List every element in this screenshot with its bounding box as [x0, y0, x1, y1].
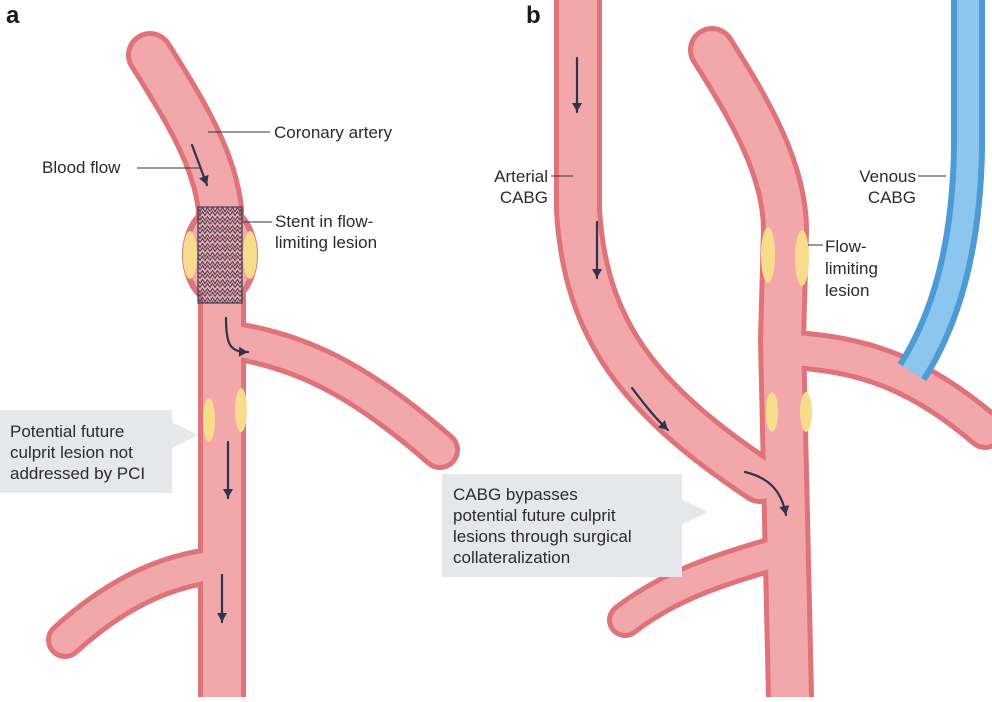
arrowhead-icon	[223, 489, 233, 498]
left-branch-lumen	[51, 551, 232, 654]
label-coronary-artery: Coronary artery	[274, 123, 393, 142]
arrowhead-icon	[592, 269, 602, 278]
label-blood-flow: Blood flow	[42, 158, 121, 177]
label-stent-line2: limiting lesion	[275, 233, 378, 252]
native-right-branch-lumen	[780, 335, 992, 445]
label-flow-line3: lesion	[825, 281, 870, 300]
stent-plaque-left	[183, 231, 197, 279]
stent-plaque-right	[243, 231, 257, 279]
trunk-lumen	[131, 36, 241, 702]
future-plaque-b-right	[800, 392, 812, 432]
label-arterial-line2: CABG	[499, 188, 548, 207]
arterial-graft-lumen	[559, 0, 779, 499]
arrowhead-icon	[238, 346, 248, 357]
callout-a-line3: addressed by PCI	[10, 464, 146, 483]
native-trunk-lumen	[693, 31, 809, 702]
callout-box-b	[442, 474, 708, 577]
label-flow-line2: limiting	[825, 259, 878, 278]
label-venous-line2: CABG	[867, 188, 916, 207]
callout-box-a	[0, 410, 198, 493]
future-culprit-plaque-left	[203, 398, 215, 442]
panel-a-flow-arrows	[190, 143, 250, 624]
flow-limiting-plaque-left	[761, 227, 775, 283]
native-left-branch-lumen	[612, 542, 783, 633]
venous-graft-lumen	[902, 0, 979, 378]
arrowhead-icon	[199, 174, 209, 185]
panel-letter-a: a	[6, 2, 20, 29]
future-plaque-b-left	[766, 392, 778, 432]
callout-b-line4: collateralization	[453, 548, 571, 567]
future-culprit-plaque-right	[235, 388, 247, 432]
arrowhead-icon	[779, 505, 790, 515]
callout-a-line1: Potential future	[10, 422, 125, 441]
panel-a-leader-lines	[137, 131, 272, 223]
label-flow-line1: Flow-	[825, 237, 867, 256]
callout-a-line2: culprit lesion not	[10, 443, 133, 462]
right-branch-lumen	[213, 325, 455, 465]
panel-b-vessels	[442, 0, 992, 702]
panel-a-vessels	[0, 31, 460, 702]
panel-b-flow-arrows	[572, 56, 790, 517]
callout-b-line1: CABG bypasses	[453, 485, 578, 504]
stent	[197, 206, 243, 304]
callout-b-line2: potential future culprit	[453, 506, 616, 525]
arrowhead-icon	[572, 103, 582, 112]
arrowhead-icon	[658, 420, 668, 430]
arrowhead-icon	[217, 613, 227, 622]
label-stent-line1: Stent in flow-	[275, 212, 374, 231]
callout-b-line3: lesions through surgical	[453, 527, 632, 546]
label-venous-line1: Venous	[859, 167, 916, 186]
panel-b-leader-lines	[551, 175, 946, 246]
flow-limiting-plaque-right	[795, 230, 809, 286]
panel-letter-b: b	[526, 2, 541, 29]
label-arterial-line1: Arterial	[494, 167, 548, 186]
